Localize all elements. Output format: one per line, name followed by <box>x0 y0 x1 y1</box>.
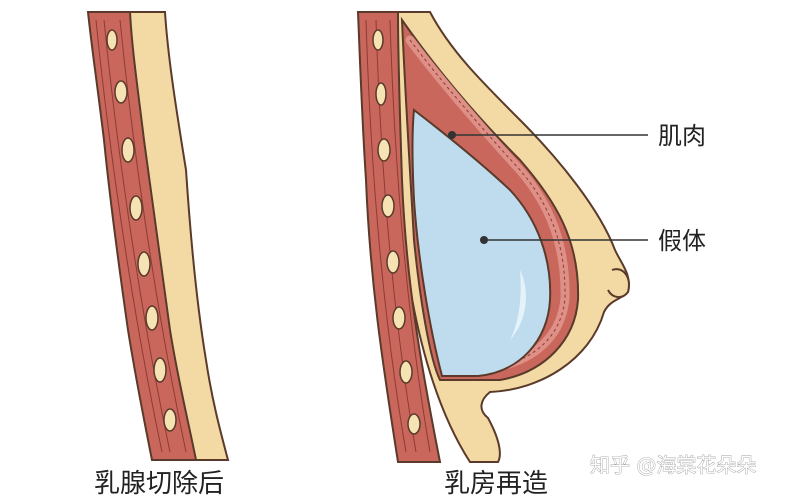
mastectomy-muscle-fibers <box>95 19 187 453</box>
muscle-label: 肌肉 <box>658 122 706 150</box>
reconstruction-chest-muscle <box>356 11 442 463</box>
implant-highlight <box>510 270 526 340</box>
callout-muscle: 肌肉 <box>448 122 706 150</box>
mastectomy-illustration <box>86 11 230 461</box>
implant-muscle-texture <box>405 35 570 371</box>
breast-implant <box>411 108 552 377</box>
watermark: 知乎 @海棠花朵朵 <box>590 453 756 477</box>
nipple <box>607 268 630 298</box>
mastectomy-muscle-band <box>86 11 198 461</box>
reconstruction-fat-nodules <box>372 29 421 435</box>
reconstruction-muscle-fibers <box>365 19 431 453</box>
reconstruction-illustration <box>356 11 630 463</box>
mastectomy-fat-nodules <box>106 29 177 432</box>
callout-implant: 假体 <box>480 227 706 255</box>
caption-after-mastectomy: 乳腺切除后 <box>94 469 224 499</box>
implant-label: 假体 <box>658 227 706 255</box>
caption-breast-reconstruction: 乳房再造 <box>444 469 548 499</box>
